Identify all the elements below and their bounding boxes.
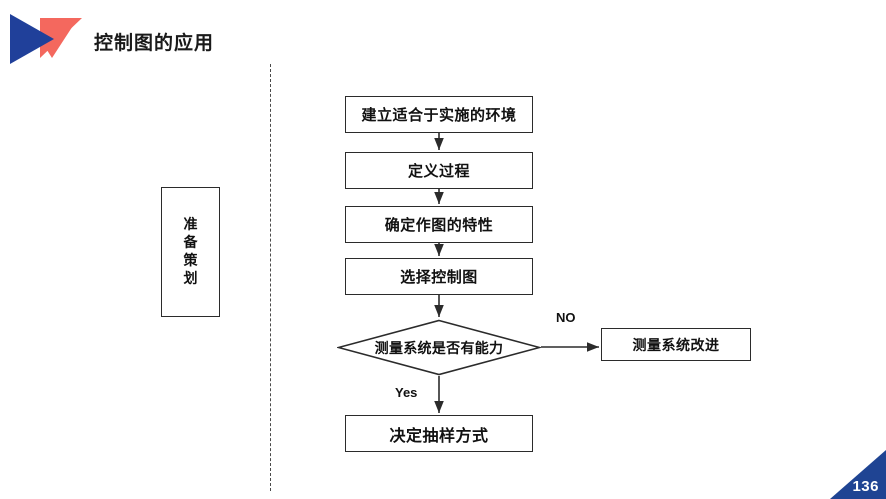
vertical-divider bbox=[270, 64, 271, 491]
page-number: 136 bbox=[852, 478, 879, 495]
flow-node-process-2[interactable]: 定义过程 bbox=[345, 152, 533, 189]
flow-node-decision-label: 测量系统是否有能力 bbox=[374, 339, 504, 356]
edge-label-no: NO bbox=[556, 310, 576, 325]
phase-char-3: 策 bbox=[183, 252, 198, 268]
flow-node-process-5[interactable]: 决定抽样方式 bbox=[345, 415, 533, 452]
flow-node-process-3[interactable]: 确定作图的特性 bbox=[345, 206, 533, 243]
phase-char-4: 划 bbox=[183, 269, 198, 286]
flow-node-process-4[interactable]: 选择控制图 bbox=[345, 258, 533, 295]
company-logo-icon bbox=[8, 6, 88, 64]
page-title: 控制图的应用 bbox=[94, 33, 215, 54]
phase-label-box: 准 备 策 划 bbox=[161, 187, 220, 317]
flow-node-decision[interactable]: 测量系统是否有能力 bbox=[337, 319, 541, 376]
edge-label-yes: Yes bbox=[395, 385, 418, 400]
phase-char-2: 备 bbox=[183, 234, 198, 251]
phase-label-text: 准 备 策 划 bbox=[184, 216, 198, 288]
phase-char-1: 准 bbox=[183, 216, 198, 233]
flow-node-process-1[interactable]: 建立适合于实施的环境 bbox=[345, 96, 533, 133]
flow-node-process-6[interactable]: 测量系统改进 bbox=[601, 328, 751, 361]
page-corner-decoration: 136 bbox=[820, 450, 886, 499]
